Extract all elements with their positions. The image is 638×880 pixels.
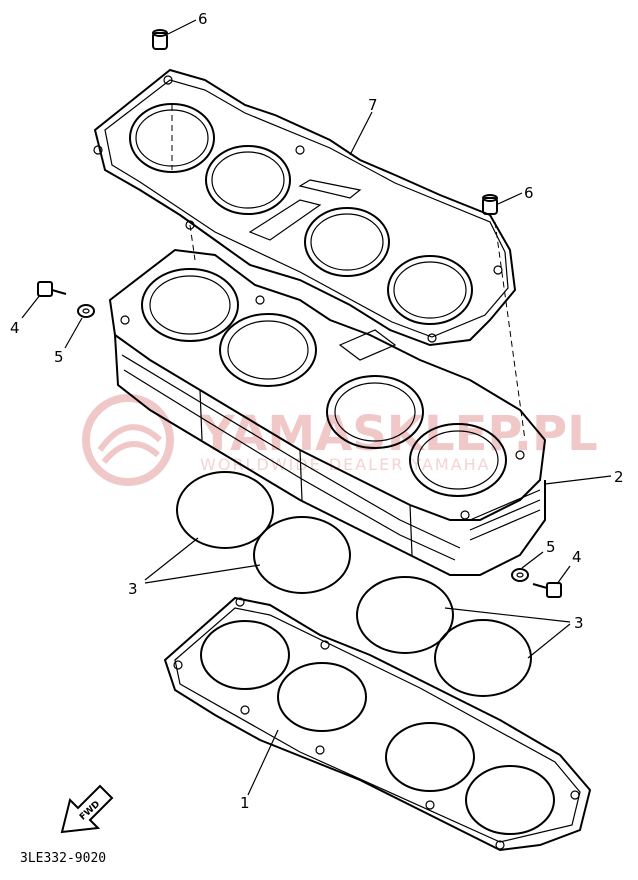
o-rings [176, 471, 532, 697]
part-code: 3LE332-9020 [20, 851, 106, 866]
dowel-pin-top-right [482, 194, 498, 215]
forward-arrow-icon: FWD [60, 784, 114, 834]
watermark-logo-icon [82, 394, 174, 486]
leader-lines [21, 19, 612, 796]
washer-left [77, 304, 95, 318]
cylinder-block [108, 248, 547, 576]
watermark-subtext: WORLDWIDE DEALER YAMAHA [200, 455, 491, 474]
callout-2: 2 [614, 468, 624, 486]
o-ring-3 [356, 576, 454, 654]
callout-5-right: 5 [546, 538, 556, 556]
base-gasket [163, 596, 592, 852]
callout-1: 1 [240, 794, 250, 812]
washer-right [511, 568, 529, 582]
callout-4-left: 4 [10, 319, 20, 337]
dowel-pin-top-left [152, 29, 168, 50]
callout-7: 7 [368, 96, 378, 114]
o-ring-1 [176, 471, 274, 549]
watermark: YAMASKLEP.PL WORLDWIDE DEALER YAMAHA [82, 394, 598, 486]
callouts: 6 7 6 4 5 2 3 5 4 3 1 [10, 10, 624, 812]
callout-6-right: 6 [524, 184, 534, 202]
bolt-right [532, 582, 562, 598]
bolt-left [37, 281, 67, 297]
callout-3-left: 3 [128, 580, 138, 598]
callout-6-top: 6 [198, 10, 208, 28]
o-ring-2 [253, 516, 351, 594]
o-ring-4 [434, 619, 532, 697]
callout-3-right: 3 [574, 614, 584, 632]
callout-4-right: 4 [572, 548, 582, 566]
callout-5-left: 5 [54, 348, 64, 366]
watermark-text: YAMASKLEP.PL [199, 406, 598, 462]
alignment-lines [171, 105, 526, 441]
